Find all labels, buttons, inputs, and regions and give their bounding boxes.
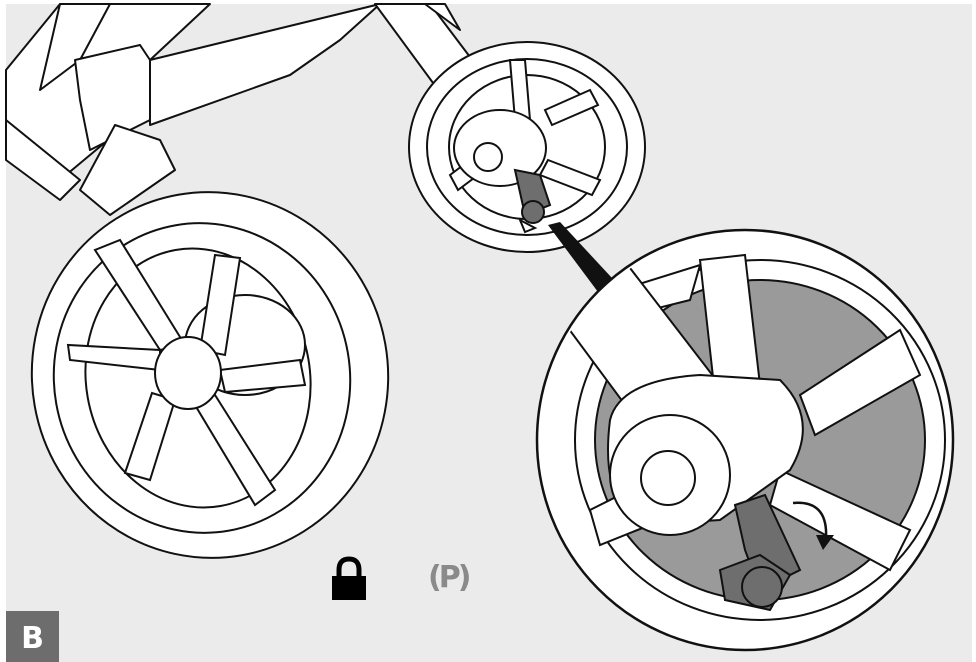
rotate-arrow-icon (792, 501, 834, 550)
zoom-detail (535, 228, 955, 652)
step-label: B (6, 611, 59, 662)
rear-wheel (30, 191, 390, 559)
front-wheel (408, 41, 646, 253)
parking-brake-icon: (P) (428, 560, 471, 595)
lock-icon (332, 556, 366, 600)
zoom-pointer (548, 222, 625, 292)
